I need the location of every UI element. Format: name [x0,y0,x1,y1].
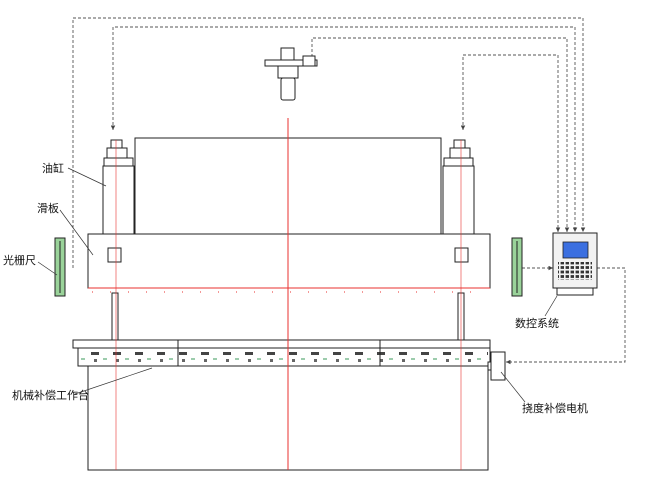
leader-worktable [74,367,153,395]
label-slide: 滑板 [37,201,59,215]
valve-assembly [264,47,318,101]
valve-middle [277,65,299,79]
worktable-clamp-marks [80,350,488,364]
cnc-screen [562,241,589,259]
leader-grating-ruler [37,261,58,276]
signal-line-right-cylinder [460,54,561,232]
label-cylinder: 油缸 [42,161,64,175]
leader-cnc-system [544,295,558,317]
signal-line-left-cylinder [110,26,578,232]
signal-line-motor [506,267,626,365]
slide-window-left [107,247,122,263]
right-cylinder-cap [443,157,474,167]
valve-port [302,55,316,67]
leader-cylinder [67,167,107,187]
signal-line-valve [309,37,570,232]
leader-compensation-motor [500,371,526,403]
valve-body [280,77,296,101]
compensation-motor-shaft [487,361,492,371]
left-cylinder-body [102,165,135,235]
worktable-top-rail [72,339,491,349]
label-cnc-system: 数控系统 [515,316,559,330]
right-cylinder [442,139,475,235]
left-cylinder-fitting-top [110,139,123,149]
left-cylinder [102,139,135,235]
cnc-keypad [558,262,592,280]
right-cylinder-fitting [449,147,471,159]
compensation-motor [490,351,506,381]
right-cylinder-body [442,165,475,235]
label-worktable: 机械补偿工作台 [12,388,89,402]
signal-line-grating-left [72,17,586,268]
left-cylinder-fitting [106,147,128,159]
label-grating-ruler: 光栅尺 [3,253,36,267]
left-rod [111,292,119,341]
slide-plate [87,233,491,289]
label-compensation-motor: 挠度补偿电机 [522,401,588,415]
left-cylinder-cap [103,157,134,167]
cnc-system [552,232,598,296]
slide-window-right [454,247,469,263]
leader-slide [59,209,94,256]
cnc-stand [556,287,594,296]
valve-top-block [280,47,295,61]
right-cylinder-fitting-top [453,139,466,149]
